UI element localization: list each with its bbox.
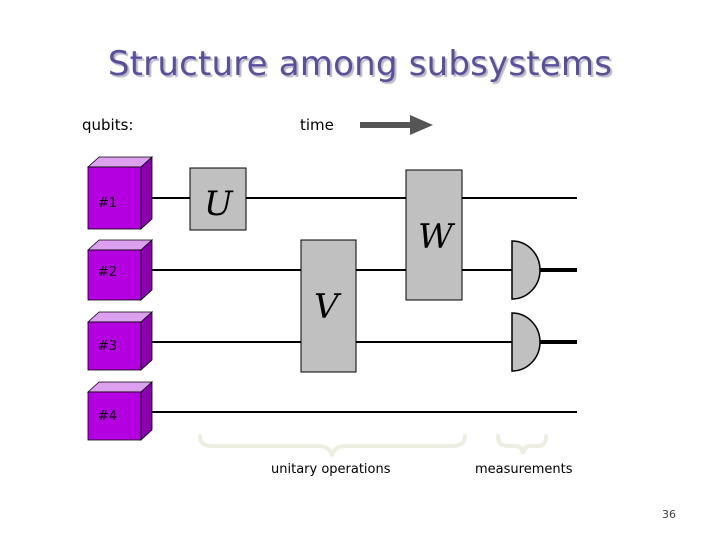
measurements-label: measurements <box>475 462 573 477</box>
gate-w-label: W <box>418 217 456 257</box>
time-arrow-icon <box>360 115 433 135</box>
gate-u-label: U <box>204 184 234 224</box>
measurement-icon-2 <box>511 240 541 300</box>
time-label: time <box>300 116 334 134</box>
qubit-label-2: #2 <box>98 265 117 280</box>
qubit-cube-4: #4 <box>86 381 154 441</box>
gate-u: U <box>189 167 247 231</box>
slide-title: Structure among subsystems <box>107 44 613 84</box>
qubit-cube-3: #3 <box>86 311 154 371</box>
qubit-cube-1: #1 <box>86 156 154 230</box>
brace-measurements <box>496 434 548 455</box>
brace-unitary <box>198 434 467 457</box>
qubit-label-4: #4 <box>98 409 117 424</box>
gate-v-label: V <box>314 287 342 327</box>
page-number: 36 <box>662 508 676 521</box>
gate-w: W <box>405 169 463 301</box>
measurement-icon-3 <box>511 312 541 372</box>
qubit-label-1: #1 <box>98 196 117 211</box>
qubit-cube-2: #2 <box>86 239 154 301</box>
unitary-operations-label: unitary operations <box>271 462 391 477</box>
gate-v: V <box>300 239 357 373</box>
qubit-label-3: #3 <box>98 339 117 354</box>
qubits-label: qubits: <box>82 116 134 134</box>
